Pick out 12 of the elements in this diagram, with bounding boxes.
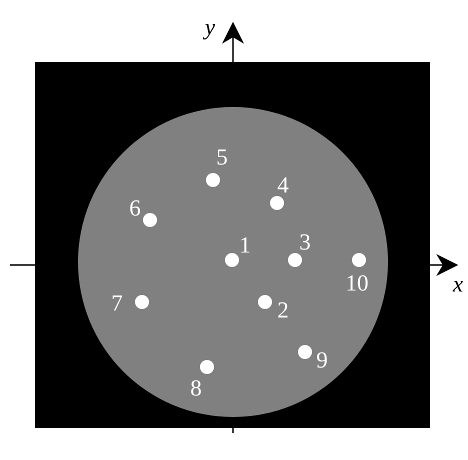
callout-number: 3 — [299, 230, 311, 254]
callout-number: 7 — [111, 292, 123, 314]
axis-label: x — [452, 272, 464, 296]
callout-number: 10 — [346, 272, 368, 294]
callout-number: 9 — [316, 348, 328, 372]
callout-number: 4 — [277, 174, 289, 196]
callout-number: 1 — [239, 234, 251, 256]
axis-label: y — [204, 16, 216, 38]
callout-number: 5 — [216, 146, 228, 168]
callout-number: 2 — [277, 298, 289, 322]
callout-number: 6 — [129, 196, 141, 220]
callout-number: 8 — [190, 376, 202, 400]
